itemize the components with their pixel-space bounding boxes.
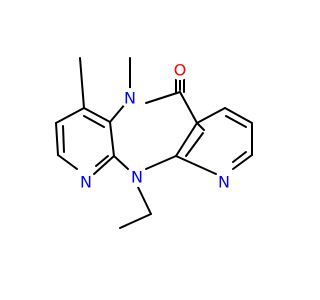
n-methyl-atom: N [120,88,140,108]
bond-c-c-right [175,122,198,157]
bond-c-c-left [109,121,115,157]
n-pyridine-left-atom: N [76,172,96,192]
oxygen-atom: O [170,60,190,80]
n-ethyl-atom-bg [127,167,147,187]
oxygen-label: O [174,61,187,80]
bond-right-5 [175,155,217,175]
n-pyridine-right-atom: N [214,172,234,192]
bond-right-1 [196,107,226,124]
bond-right-6 [196,122,205,131]
bond-right-4 [232,154,253,170]
bond-left-3 [55,122,59,156]
bond-right-inner-double [185,132,204,157]
bond-c-nethyl-left [113,155,129,170]
bond-left-2 [55,107,85,124]
bonds [55,57,253,229]
n-methyl-label: N [124,89,136,108]
bond-n-ethyl-2 [119,213,152,229]
atom-labels: O N N N N [76,60,234,192]
bond-ring-methyl [79,57,85,109]
molecule-canvas: O N N N N [55,57,253,229]
bond-n-ethyl-1 [136,184,152,215]
bond-left-1 [83,107,111,123]
n-methyl-atom-bg [120,88,140,108]
bond-left-1-double [83,115,105,128]
n-ethyl-label: N [131,168,143,187]
n-pyridine-left-atom-bg [76,172,96,192]
bond-right-4-double [232,151,247,163]
n-pyridine-right-label: N [218,173,230,192]
bond-left-5 [93,155,115,175]
bond-nme-c [109,102,127,123]
bond-left-5-double [95,155,109,167]
bond-right-2 [224,107,253,124]
structure-diagram: O N N N N [55,57,253,229]
bond-co-nme [145,91,181,104]
oxygen-atom-bg [170,60,190,80]
bond-co-c [179,91,198,124]
bond-nethyl-c-right [145,155,177,170]
bond-left-4 [57,154,78,170]
bond-right-2-double [225,115,247,128]
bond-left-3-double [62,125,65,153]
n-ethyl-atom: N [127,167,147,187]
n-pyridine-left-label: N [80,173,92,192]
n-pyridine-right-atom-bg [214,172,234,192]
